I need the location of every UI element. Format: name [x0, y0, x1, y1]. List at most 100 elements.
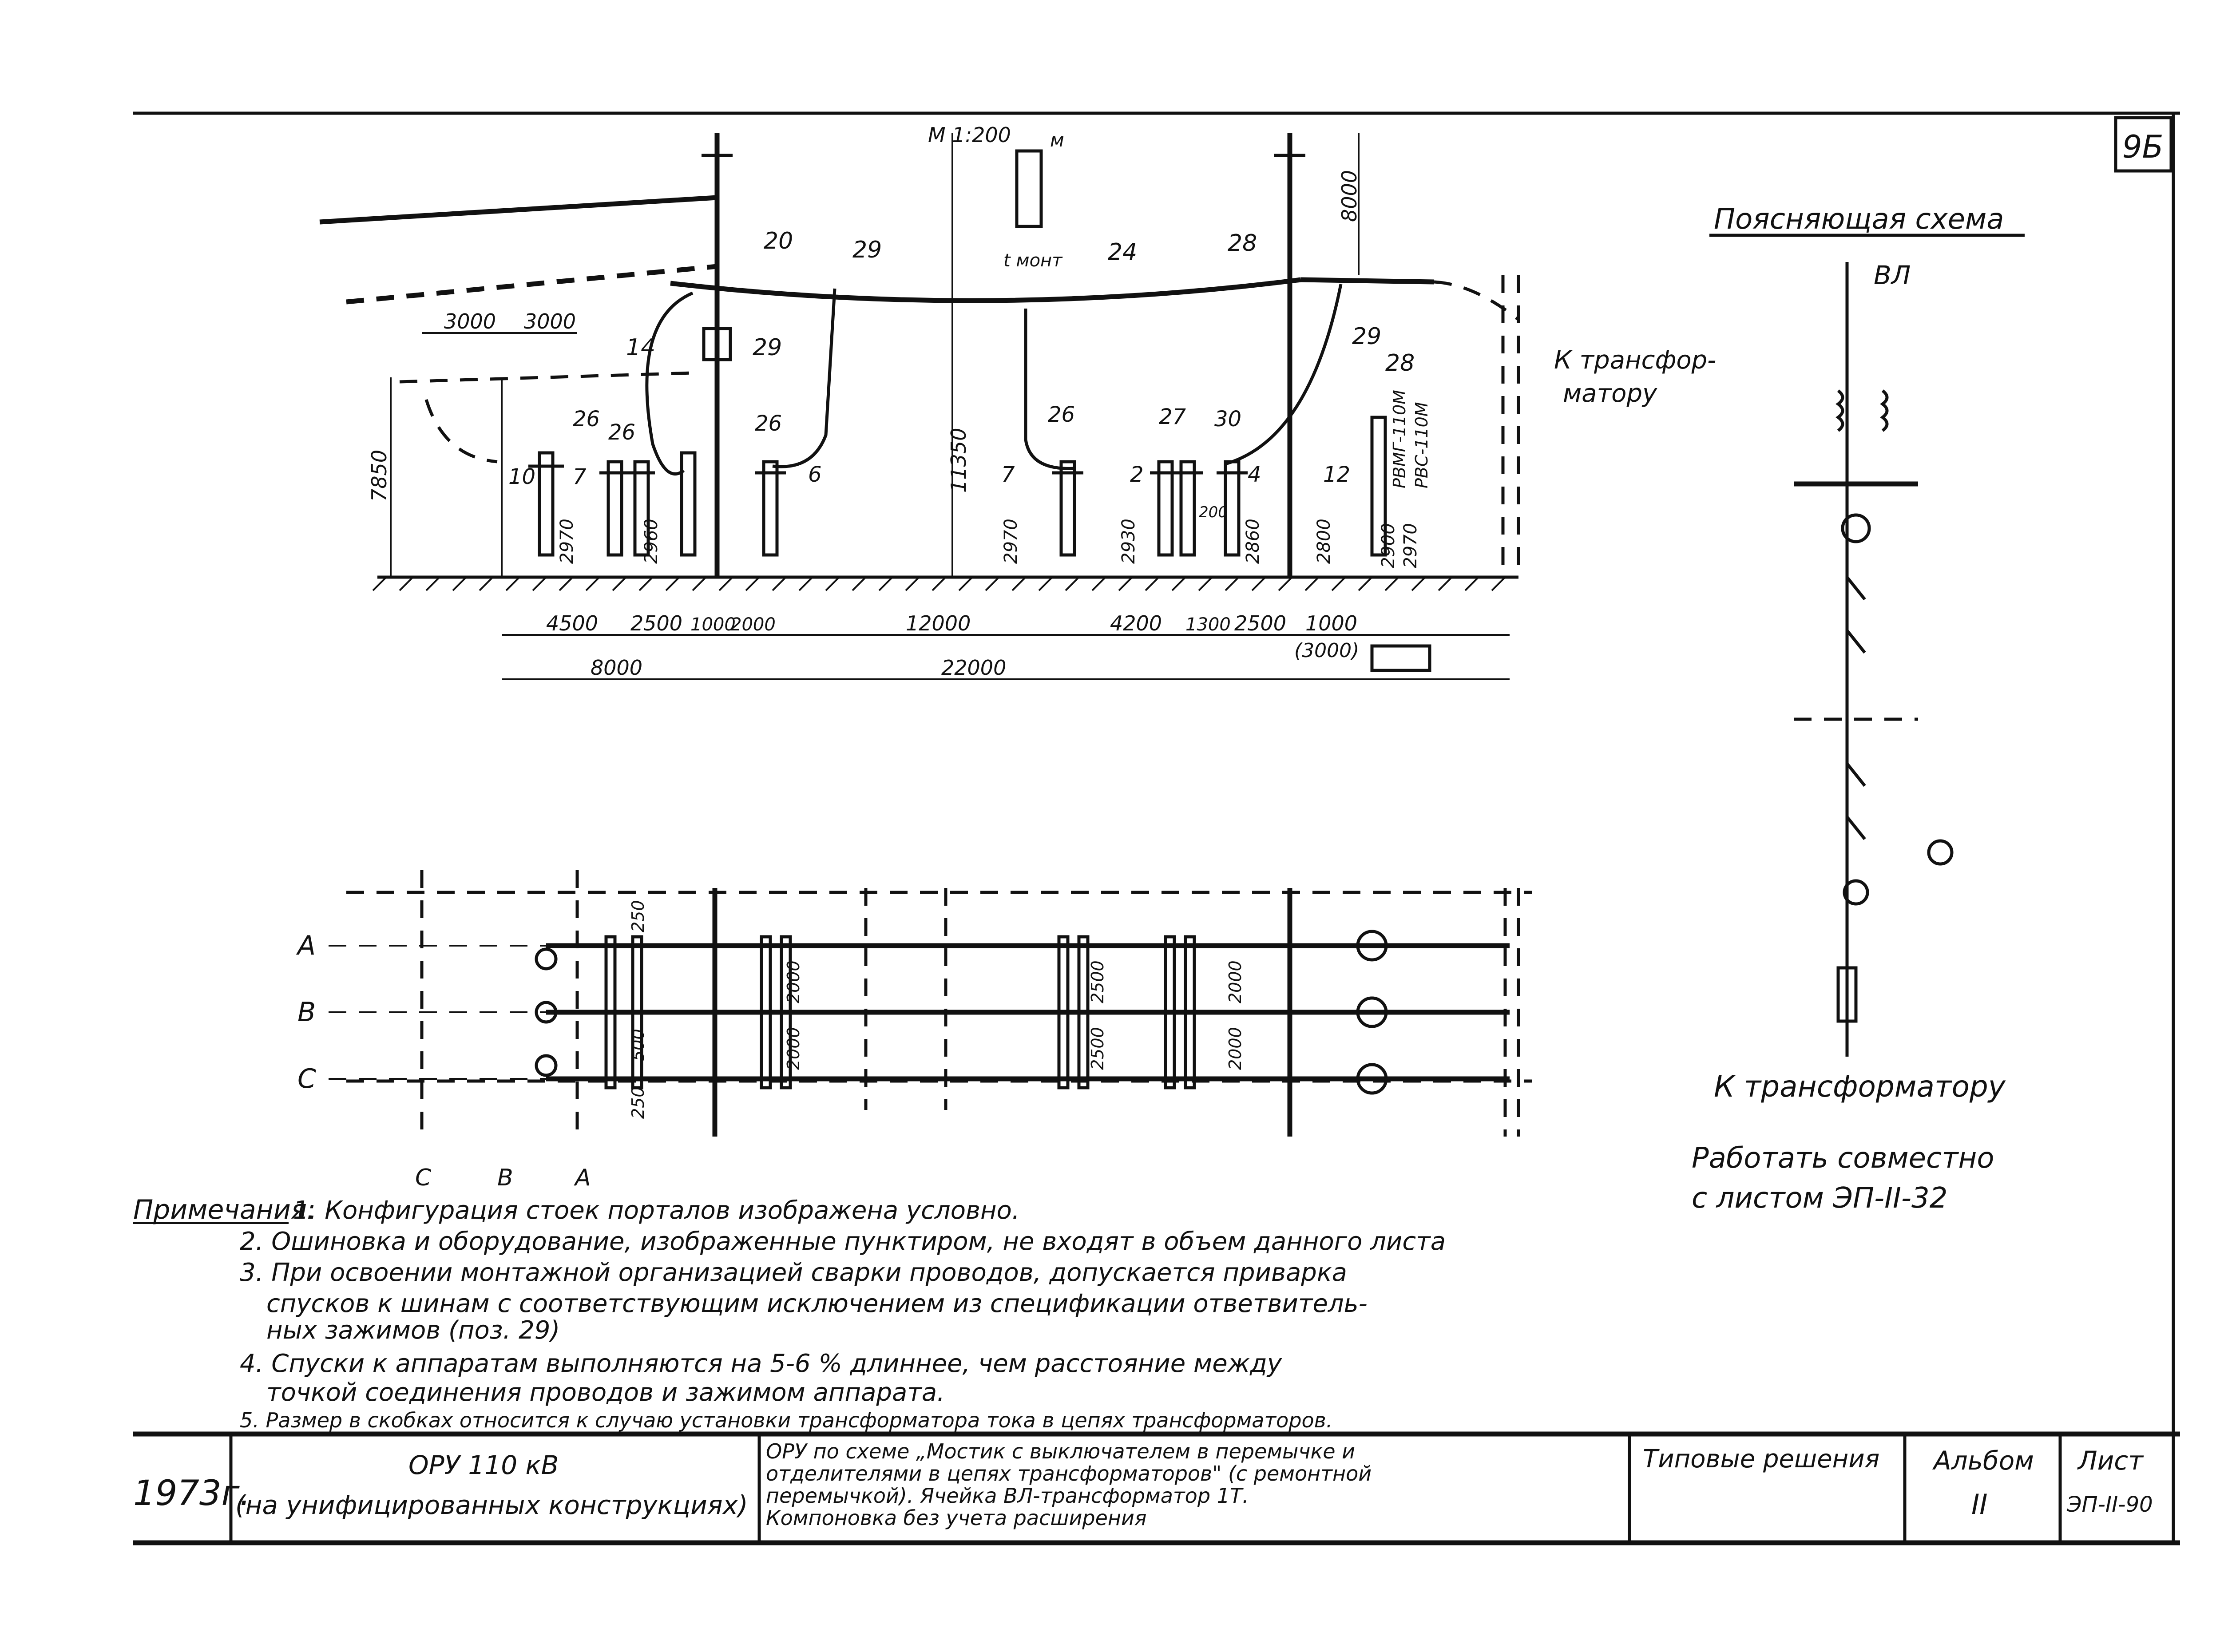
plan-dim: 2000 — [1225, 1027, 1245, 1070]
title-desc: отделителями в цепях трансформаторов" (с… — [766, 1462, 1372, 1486]
busbar-wire-24 — [670, 277, 1301, 303]
scheme-meter — [1927, 839, 1954, 866]
plan-dim: 2500 — [1088, 960, 1107, 1003]
drop-wire-mid — [1024, 309, 1075, 470]
phase-label: А — [296, 930, 316, 961]
height-dim: 2970 — [1400, 523, 1421, 568]
arrester-label: РВМГ-110М — [1390, 390, 1409, 488]
note-item: спусков к шинам с соответствующим исключ… — [266, 1289, 1368, 1318]
sheet-frame — [133, 111, 2180, 1545]
callout: 24 — [1108, 239, 1137, 265]
plan-dim: 250 — [628, 900, 648, 932]
phase-label-bottom: С — [415, 1165, 432, 1191]
title-desc: ОРУ по схеме „Мостик с выключателем в пе… — [766, 1439, 1355, 1463]
title-block-grid — [229, 1434, 2062, 1543]
bottom-dim: 2000 — [730, 614, 776, 635]
to-transformer-label: К трансфор- — [1554, 346, 1716, 375]
dimension-lines — [390, 133, 1510, 680]
drop-wire-29 — [772, 288, 836, 468]
callout: 20 — [764, 228, 793, 254]
scheme-title: Поясняющая схема — [1714, 203, 2004, 236]
plan-dim: 500 — [628, 1029, 648, 1061]
top-dim: 3000 — [524, 309, 576, 333]
bottom-dim: 22000 — [941, 656, 1006, 680]
bottom-dim: 2500 — [630, 611, 682, 635]
ground-hatch — [372, 576, 1506, 591]
bottom-dim: 8000 — [591, 656, 642, 680]
callout: 7 — [573, 464, 587, 489]
height-dim: 2860 — [1243, 519, 1263, 564]
drop-wire-left — [645, 291, 694, 475]
height-dim: 2970 — [1001, 519, 1021, 564]
plan-dim: 2000 — [1225, 960, 1245, 1003]
to-transformer-label-2: матору — [1563, 379, 1657, 408]
title-desc: Компоновка без учета расширения — [766, 1506, 1147, 1530]
callout: 6 — [808, 462, 822, 487]
callout: 14 — [626, 334, 655, 361]
note-item: 4. Спуски к аппаратам выполняются на 5-6… — [240, 1349, 1282, 1378]
title-year: 1973г. — [133, 1474, 250, 1513]
scheme-arrester — [1836, 966, 1858, 1023]
callout: 29 — [852, 237, 882, 263]
callout: 29 — [1352, 323, 1381, 350]
title-desc: перемычкой). Ячейка ВЛ-трансформатор 1Т. — [766, 1484, 1249, 1508]
plan-dim: 250 — [628, 1086, 648, 1119]
callout: 7 — [1001, 462, 1015, 487]
portal-right — [1274, 133, 1305, 577]
page-number: 9Б — [2122, 129, 2164, 165]
scheme-to-transformer: К трансформатору — [1714, 1070, 2006, 1104]
callout: 26 — [1048, 402, 1075, 427]
bottom-dim: 1300 — [1185, 614, 1231, 635]
height-dim: 2970 — [557, 519, 577, 564]
scheme-note-2: с листом ЭП-II-32 — [1692, 1182, 1947, 1215]
scheme-vl-label: ВЛ — [1874, 260, 1911, 290]
tmont-label: t монт — [1003, 250, 1063, 271]
note-item: 3. При освоении монтажной организацией с… — [240, 1258, 1347, 1287]
title-sheet-value: ЭП-II-90 — [2066, 1492, 2153, 1517]
title-album-value: II — [1971, 1488, 1988, 1521]
callout: 4 — [1248, 462, 1261, 487]
plan-insulators — [535, 930, 1388, 1095]
note-item: 1. Конфигурация стоек порталов изображен… — [293, 1196, 1020, 1225]
height-dim: 2960 — [641, 519, 662, 564]
callout: 12 — [1323, 462, 1350, 487]
callout: 30 — [1214, 407, 1241, 432]
callout: 29 — [753, 334, 782, 361]
title-album-label: Альбом — [1932, 1446, 2034, 1476]
plan-dim: 2000 — [784, 960, 803, 1003]
scale-label: М 1:200 — [928, 123, 1011, 147]
top-dim: 3000 — [444, 309, 496, 333]
bottom-dim: 4200 — [1110, 611, 1162, 635]
line-to-transformer-dashed — [1434, 280, 1520, 321]
height-dim: 11350 — [947, 428, 971, 493]
notes-label: Примечания: — [133, 1194, 316, 1225]
note-item: 5. Размер в скобках относится к случаю у… — [240, 1408, 1332, 1432]
bottom-dim: 2500 — [1234, 611, 1286, 635]
scale-unit: м — [1050, 129, 1064, 151]
scheme-switch — [1846, 576, 1866, 840]
arrester-label: РВС-110М — [1412, 402, 1431, 488]
callout: 26 — [573, 407, 600, 432]
bottom-dim: 12000 — [906, 611, 971, 635]
portal-far-right — [1501, 275, 1520, 577]
dashed-drop-left — [424, 399, 498, 464]
callout: 27 — [1159, 404, 1186, 429]
scheme-coil-left — [1835, 389, 1844, 432]
dashed-bus-left — [399, 371, 693, 384]
note-item: 2. Ошиновка и оборудование, изображенные… — [240, 1227, 1446, 1256]
height-dim: 200 — [1199, 503, 1228, 521]
title-typical: Типовые решения — [1643, 1445, 1879, 1474]
title-name-2: (на унифицированных конструкциях) — [235, 1490, 748, 1520]
scheme-coil-right — [1880, 389, 1889, 432]
disconnector-14 — [702, 327, 732, 361]
drop-wire-right — [1225, 284, 1343, 466]
callout: 10 — [508, 464, 535, 489]
section-view — [319, 133, 1520, 680]
note-item: ных зажимов (поз. 29) — [266, 1316, 560, 1345]
blank-stamp — [1370, 644, 1431, 672]
height-dim: 7850 — [367, 450, 391, 502]
phase-label-bottom: А — [574, 1165, 591, 1191]
scheme-transformer — [1841, 513, 1871, 543]
plan-dim: 2000 — [784, 1027, 803, 1070]
